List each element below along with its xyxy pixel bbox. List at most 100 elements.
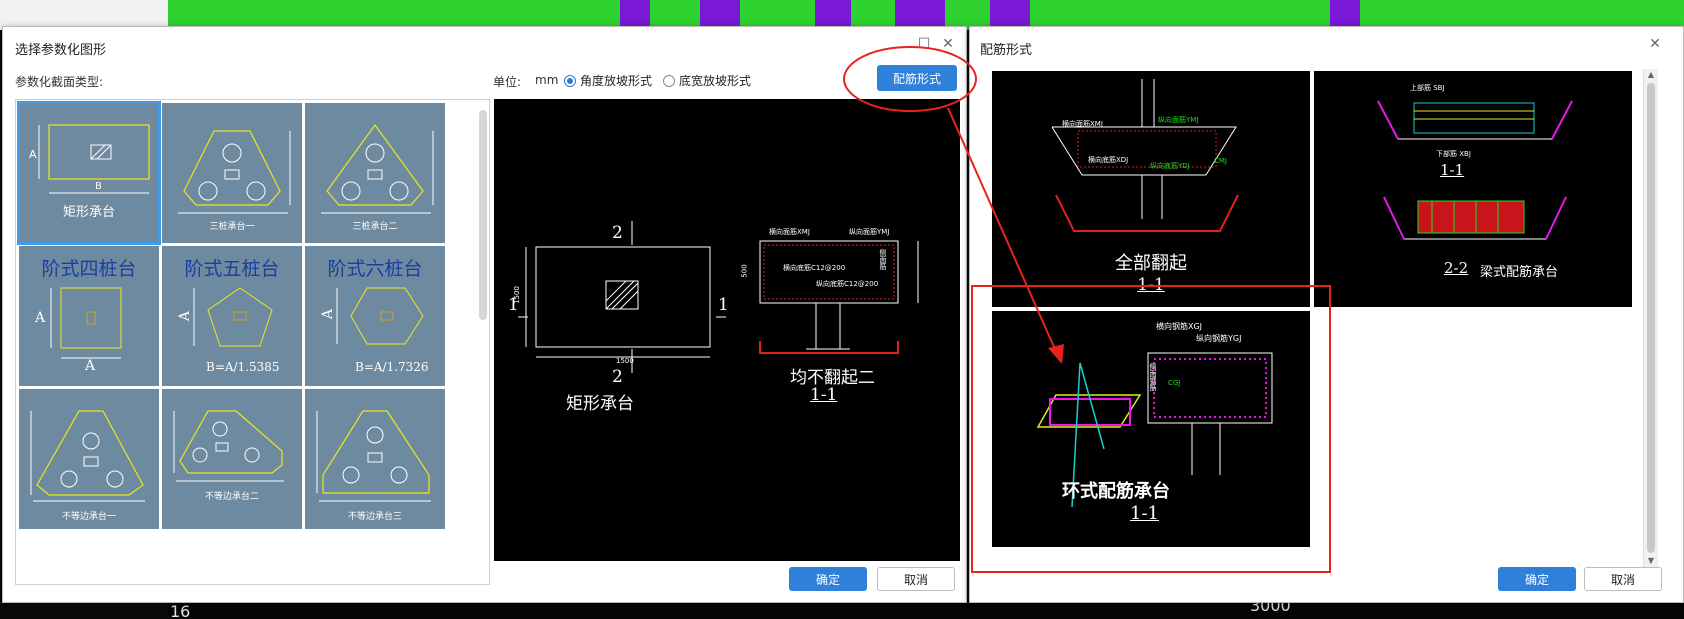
cut-mark-bottom: 2 [612,367,623,387]
background-purple-block [620,0,650,30]
ok-button[interactable]: 确定 [789,567,867,591]
tile-label: 阶式六桩台 [327,258,423,280]
background-panel [0,0,169,30]
tile-formula: B=A/1.7326 [355,360,429,374]
cut-mark-top: 2 [612,223,623,243]
scroll-down-icon[interactable]: ▼ [1647,556,1655,565]
rebar-label: 横向底筋C12@200 [783,264,846,272]
three-pile-cap-icon [321,123,434,214]
three-pile-cap-icon [178,130,291,214]
rebar-label: 横向钢筋XGJ [1156,322,1203,331]
tile-three-pile-1[interactable]: 三桩承台一 [162,103,302,243]
tile-label: 三桩承台二 [352,222,398,232]
radio-width-slope[interactable]: 底宽放坡形式 [663,72,751,89]
tile-stepped-four-pile[interactable]: 阶式四桩台 A A [19,246,159,386]
option-section: 1-1 [1130,503,1159,524]
tile-formula: B=A/1.5385 [206,360,280,374]
unit-label: 单位: [493,75,522,89]
background-purple-block [1330,0,1360,30]
tile-stepped-six-pile[interactable]: 阶式六桩台 A B=A/1.7326 [305,246,445,386]
dim-depth: 500 [740,264,749,278]
stepped-four-pile-icon [50,287,122,359]
preview-shape-name: 矩形承台 [566,394,634,414]
rebar-label: CGJ [1168,379,1181,387]
rebar-label: 纵向底筋C12@200 [816,280,879,288]
stepped-six-pile-icon [336,287,424,345]
radio-width-label: 底宽放坡形式 [679,74,752,88]
cancel-button[interactable]: 取消 [1584,567,1662,591]
grid-scrollbar[interactable] [479,110,487,320]
rebar-label: 纵向钢筋YGJ [1196,334,1242,343]
rebar-label: 纵向面筋YMJ [1158,116,1199,124]
section-type-label: 参数化截面类型: [15,75,104,89]
radio-dot-checked[interactable] [564,74,576,87]
option-ring-rebar[interactable]: 横向钢筋XGJ 纵向钢筋YGJ CGJ 侧面钢筋 环式配筋承台 1-1 [992,311,1310,547]
radio-angle-slope[interactable]: 角度放坡形式 [564,72,652,89]
tile-label: 不等边承台三 [347,512,402,522]
options-scrollbar[interactable]: ▲ ▼ [1643,69,1658,567]
maximize-icon[interactable]: ☐ [917,36,931,52]
background-purple-block [990,0,1030,30]
stepped-five-pile-icon [193,287,273,347]
option-label: 全部翻起 [1115,253,1187,274]
cut-mark-right: 1 [718,295,729,315]
dim-height: 1500 [512,286,521,304]
rebar-style-button[interactable]: 配筋形式 [877,65,957,91]
tile-three-pile-2[interactable]: 三桩承台二 [305,103,445,243]
background-purple-block [895,0,945,30]
rebar-label: 横向面筋XMJ [769,228,810,236]
scroll-up-icon[interactable]: ▲ [1647,70,1655,79]
tile-label: 阶式五桩台 [184,258,280,280]
full-flip-drawing [1051,79,1239,232]
rebar-label: 上部筋 SBJ [1410,84,1445,92]
rebar-label: 纵向底筋YDJ [1150,162,1190,170]
tile-unequal-3[interactable]: 不等边承台三 [305,389,445,529]
shape-preview: 2 2 1 1 1500 1500 500 矩形承台 横向面筋XMJ 纵向面筋Y… [494,99,960,561]
radio-dot[interactable] [663,74,675,87]
tile-dim-a: A [320,308,337,320]
background-dark-band [168,600,1684,619]
close-icon[interactable]: ✕ [942,36,954,52]
tile-unequal-1[interactable]: 不等边承台一 [19,389,159,529]
option-section: 2-2 [1444,259,1469,277]
tile-dim-a: A [29,148,37,161]
rebar-style-dialog: 配筋形式 ✕ 横向面筋XMJ 纵向面筋YMJ 横向底筋XDJ 纵向底筋YDJ C… [969,26,1684,603]
scroll-thumb[interactable] [1647,83,1655,553]
rect-cap-icon [38,124,150,194]
background-purple-block [815,0,851,30]
beam-rebar-drawing [1377,100,1573,240]
background-corner-label: 16 [170,602,191,619]
option-full-flip[interactable]: 横向面筋XMJ 纵向面筋YMJ 横向底筋XDJ 纵向底筋YDJ CMJ 全部翻起… [992,71,1310,307]
option-section-top: 1-1 [1440,161,1465,179]
radio-angle-label: 角度放坡形式 [580,74,653,88]
rebar-label: 侧面筋 [879,249,887,270]
rebar-label: 横向面筋XMJ [1062,120,1103,128]
shape-tile-grid: A B 矩形承台 三桩承台一 [15,99,490,585]
rebar-label: 横向底筋XDJ [1088,156,1129,164]
tile-label: 矩形承台 [62,205,115,220]
cut-mark-left: 1 [508,295,519,315]
preview-drawing [518,221,919,373]
parametric-shape-dialog: 选择参数化图形 ☐ ✕ 参数化截面类型: 单位: mm 角度放坡形式 底宽放坡形… [2,26,967,603]
tile-unequal-2[interactable]: 不等边承台二 [162,389,302,529]
tile-rect-cap[interactable]: A B 矩形承台 [17,101,161,245]
unequal-cap-icon [30,410,145,502]
preview-section-name: 均不翻起二 [790,368,875,388]
unequal-cap-icon [316,410,431,502]
tile-dim-b: B [95,181,102,192]
ok-button[interactable]: 确定 [1498,567,1576,591]
tile-dim-a: A [35,310,46,326]
close-icon[interactable]: ✕ [1649,36,1661,52]
tile-dim-a: A [177,310,194,322]
rebar-label: 纵向面筋YMJ [849,228,890,236]
tile-stepped-five-pile[interactable]: 阶式五桩台 A B=A/1.5385 [162,246,302,386]
rebar-label: CMJ [1214,157,1227,165]
tile-label: 不等边承台二 [204,492,259,502]
dialog-title: 选择参数化图形 [15,43,107,58]
option-label: 梁式配筋承台 [1480,265,1559,280]
cancel-button[interactable]: 取消 [877,567,955,591]
tile-dim-a: A [85,358,96,374]
option-beam-rebar[interactable]: 上部筋 SBJ 下部筋 XBJ 1-1 2-2 梁式配筋承台 [1314,71,1632,307]
tile-label: 三桩承台一 [209,222,255,232]
rebar-label: 侧面钢筋 [1149,363,1157,391]
